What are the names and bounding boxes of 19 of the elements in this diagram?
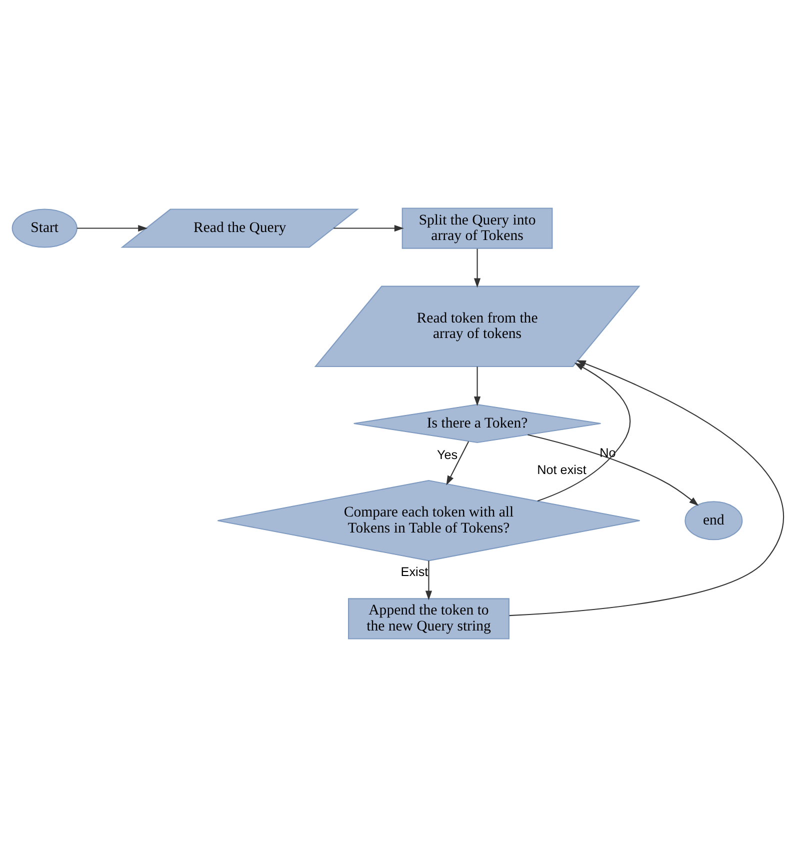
arrow bbox=[446, 440, 470, 485]
node-box: Split the Query into array of Tokens bbox=[402, 207, 553, 248]
arrow bbox=[509, 360, 784, 616]
arrow bbox=[77, 224, 148, 232]
arrow bbox=[474, 366, 481, 406]
arrow bbox=[528, 434, 699, 506]
node-ellipse: Start bbox=[12, 208, 78, 248]
node-ellipse: end bbox=[684, 500, 743, 540]
arrow bbox=[537, 362, 631, 501]
node-box: Append the token to the new Query string bbox=[348, 598, 510, 639]
arrow bbox=[474, 248, 481, 288]
edge-label: No bbox=[600, 446, 616, 460]
edge-label: Exist bbox=[400, 564, 428, 578]
edge-label: Not exist bbox=[537, 462, 586, 476]
arrow bbox=[425, 560, 432, 600]
node-diamond: Compare each token with all Tokens in Table of Tokens? bbox=[217, 479, 640, 561]
node-diamond: Is there a Token? bbox=[353, 403, 602, 443]
arrow bbox=[334, 224, 404, 232]
edge-label: Yes bbox=[436, 447, 458, 462]
